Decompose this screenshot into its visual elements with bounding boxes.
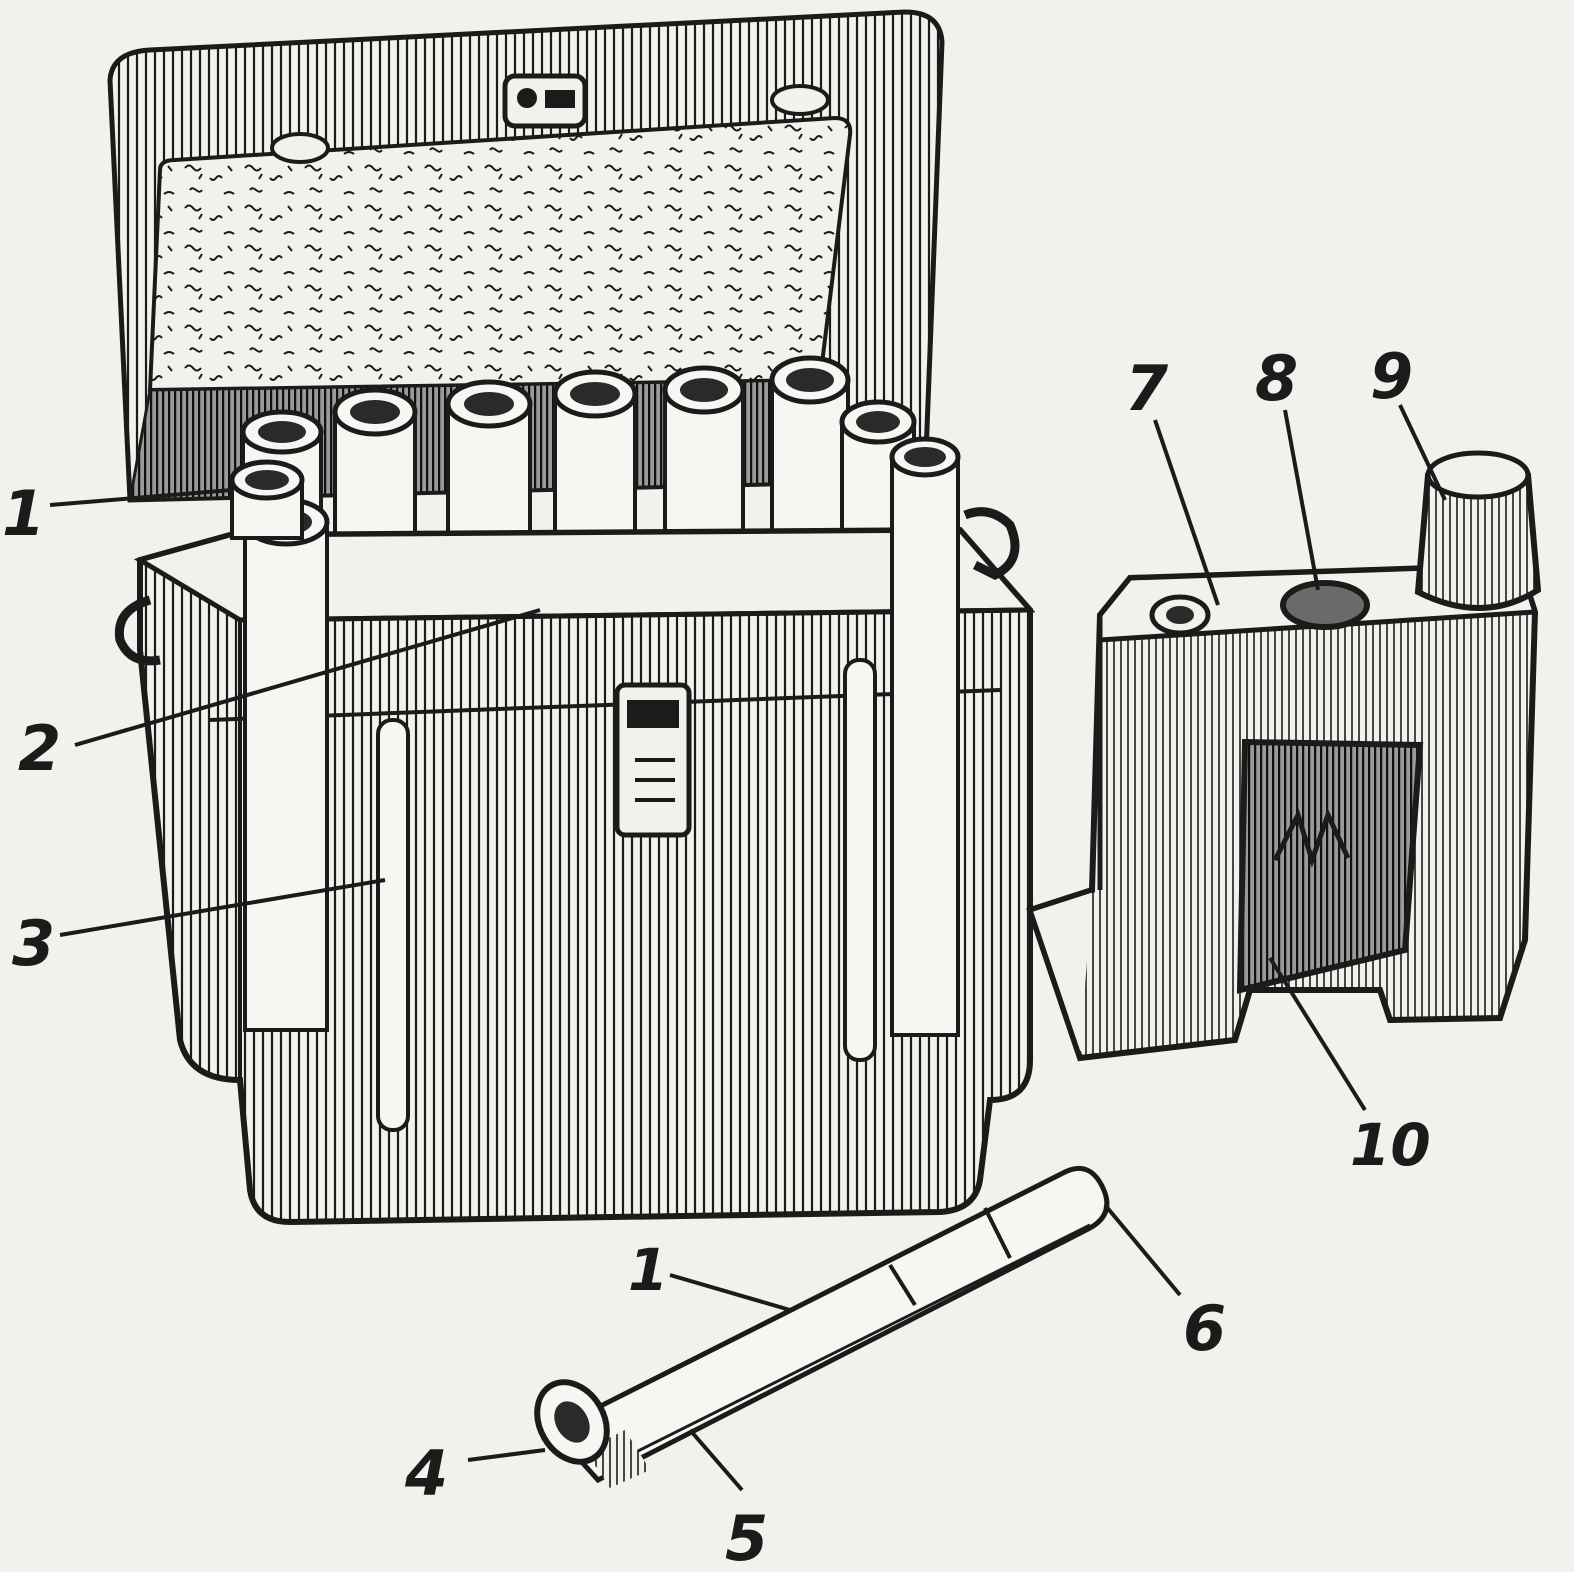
leader-line-3	[59, 878, 386, 937]
callout-5: 5	[725, 1502, 768, 1568]
leader-line-1	[49, 488, 233, 507]
side-handle-right	[963, 507, 1020, 581]
side-handle-left	[114, 595, 161, 666]
callout-9: 9	[1370, 340, 1413, 413]
callout-2: 2	[18, 712, 61, 785]
leader-line-8	[1283, 409, 1320, 591]
device-port	[1149, 594, 1211, 636]
tube-end-cap	[534, 1379, 610, 1465]
leader-line-9	[1398, 404, 1447, 501]
callout-7: 7	[1125, 352, 1169, 425]
leader-line-10	[1268, 956, 1367, 1112]
callout-1-left: 1	[2, 477, 45, 550]
device-cap	[1414, 450, 1542, 611]
rod	[376, 718, 410, 1132]
tube-front	[242, 497, 330, 1032]
case-body	[133, 526, 1036, 1226]
leader-line-7	[1153, 419, 1220, 606]
callout-3: 3	[12, 907, 55, 980]
tube-front	[889, 436, 961, 1037]
callout-6: 6	[1183, 1292, 1226, 1365]
leader-line-5	[688, 1428, 744, 1492]
rod	[843, 658, 877, 1062]
callout-labels: 1 2 3 4 5 6 1 7 8 9 10	[2, 340, 1431, 1572]
device-opening	[1280, 580, 1370, 630]
tube-rack-front-row	[229, 436, 961, 1037]
leader-line-1b	[669, 1273, 791, 1312]
lid-latch	[502, 73, 588, 129]
callout-8: 8	[1255, 342, 1298, 415]
device-window	[1236, 738, 1424, 994]
leader-lines	[49, 404, 1447, 1492]
callout-10: 10	[1350, 1111, 1431, 1179]
tube-front	[229, 459, 305, 540]
callout-4: 4	[404, 1437, 448, 1510]
lid-hinge	[270, 84, 830, 164]
leader-line-2	[74, 608, 541, 747]
callout-1-bottom: 1	[628, 1236, 668, 1304]
leader-line-6	[1103, 1203, 1182, 1297]
leader-line-4	[467, 1448, 546, 1462]
loose-tube	[548, 1166, 1110, 1488]
case-latch	[614, 682, 692, 838]
